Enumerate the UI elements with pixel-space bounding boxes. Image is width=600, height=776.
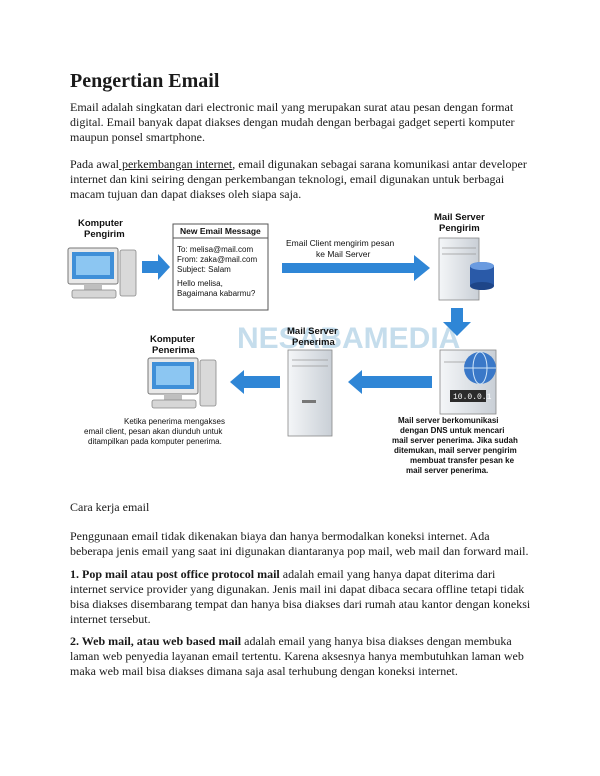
sender-server-label: Mail Server Pengirim xyxy=(434,212,487,234)
dns-caption-line5: membuat transfer pesan ke xyxy=(410,456,515,465)
email-message-box xyxy=(172,223,269,311)
dns-caption-line6: mail server penerima. xyxy=(406,466,488,475)
dns-caption-line4: ditemukan, mail server pengirim xyxy=(394,446,517,455)
arrow-to-server-icon xyxy=(282,255,430,281)
dns-caption-line1: Mail server berkomunikasi xyxy=(398,416,499,425)
arrow-to-receiver-server-icon xyxy=(348,370,432,394)
sender-computer-icon xyxy=(67,247,137,299)
history-text-end: , email digunakan sebagai sarana komunik… xyxy=(70,157,527,201)
sender-computer-line2: Pengirim xyxy=(84,229,125,240)
paragraph-pop-mail: 1. Pop mail atau post office protocol ma… xyxy=(70,567,532,627)
page-title: Pengertian Email xyxy=(70,70,220,92)
receiver-computer-label: Komputer Penerima xyxy=(150,334,198,356)
receiver-server-line1: Mail Server xyxy=(287,326,338,337)
receiver-computer-icon xyxy=(147,357,217,409)
pop-mail-term: 1. Pop mail atau post office protocol ma… xyxy=(70,567,280,581)
sender-computer-label: Komputer Pengirim xyxy=(78,218,126,240)
paragraph-web-mail: 2. Web mail, atau web based mail adalah … xyxy=(70,634,532,679)
section-heading-cara-kerja: Cara kerja email xyxy=(70,500,150,514)
receiver-caption-line2: email client, pesan akan diunduh untuk xyxy=(84,427,223,436)
pop-mail-description: adalah email yang hanya dapat diterima d… xyxy=(70,567,531,626)
client-caption: Email Client mengirim pesan ke Mail Serv… xyxy=(286,238,397,259)
message-to: To: melisa@mail.com xyxy=(177,245,253,254)
receiver-mail-server-icon xyxy=(287,349,333,437)
dns-caption: Mail server berkomunikasi dengan DNS unt… xyxy=(392,416,520,475)
web-mail-term: 2. Web mail, atau web based mail xyxy=(70,634,242,648)
watermark-text: NESABAMEDIA xyxy=(237,322,460,355)
message-greeting: Hello melisa, xyxy=(177,279,223,288)
receiver-caption: Ketika penerima mengakses email client, … xyxy=(84,417,227,446)
sender-server-line1: Mail Server xyxy=(434,212,485,223)
sender-mail-server-icon xyxy=(438,237,494,301)
message-body: To: melisa@mail.com From: zaka@mail.com … xyxy=(177,245,259,298)
message-subject: Subject: Salam xyxy=(177,265,231,274)
receiver-server-line2: Penerima xyxy=(292,337,335,348)
email-flow-diagram: NESABAMEDIA Komputer Pengirim New Email … xyxy=(67,212,520,475)
paragraph-definition: Email adalah singkatan dari electronic m… xyxy=(70,100,515,144)
message-from: From: zaka@mail.com xyxy=(177,255,257,264)
receiver-computer-line2: Penerima xyxy=(152,345,195,356)
paragraph-usage: Penggunaan email tidak dikenakan biaya d… xyxy=(70,529,529,558)
receiver-computer-line1: Komputer xyxy=(150,334,195,345)
link-perkembangan-internet[interactable]: perkembangan internet xyxy=(118,157,233,171)
receiver-caption-line3: ditampilkan pada komputer penerima. xyxy=(88,437,222,446)
client-caption-line2: ke Mail Server xyxy=(316,249,370,259)
arrow-to-message-icon xyxy=(142,254,170,280)
ip-address-label: 10.0.0.1 xyxy=(453,393,492,402)
paragraph-history: Pada awal perkembangan internet, email d… xyxy=(70,157,532,202)
message-question: Bagaimana kabarmu? xyxy=(177,289,256,298)
message-title: New Email Message xyxy=(180,226,261,236)
arrow-to-receiver-computer-icon xyxy=(230,370,280,394)
receiver-server-label: Mail Server Penerima xyxy=(287,326,340,348)
arrow-down-icon xyxy=(443,308,471,336)
sender-computer-line1: Komputer xyxy=(78,218,123,229)
sender-server-line2: Pengirim xyxy=(439,223,480,234)
dns-server-icon xyxy=(439,349,497,415)
receiver-caption-line1: Ketika penerima mengakses xyxy=(124,417,225,426)
dns-caption-line2: dengan DNS untuk mencari xyxy=(400,426,504,435)
dns-caption-line3: mail server penerima. Jika sudah xyxy=(392,436,518,445)
web-mail-description: adalah email yang hanya bisa diakses den… xyxy=(70,634,524,678)
client-caption-line1: Email Client mengirim pesan xyxy=(286,238,394,248)
history-text-start: Pada awal xyxy=(70,157,119,171)
